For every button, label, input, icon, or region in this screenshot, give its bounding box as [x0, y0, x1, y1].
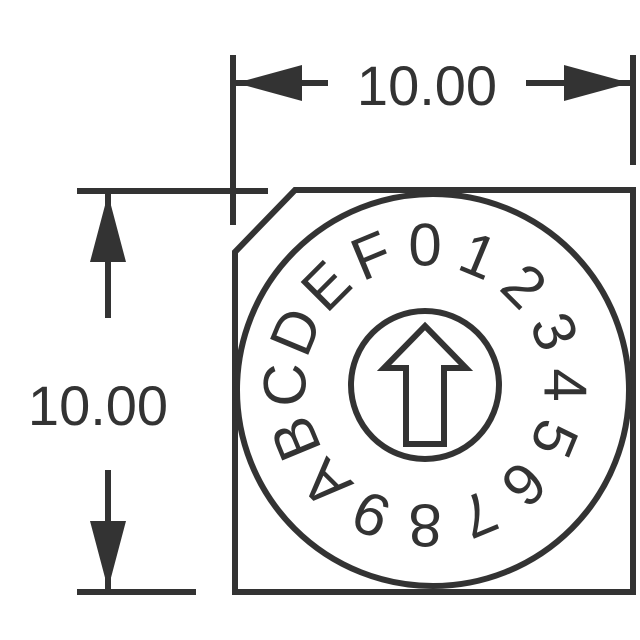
- height-arrowhead-top: [90, 194, 126, 262]
- up-arrow-icon: [376, 321, 474, 447]
- dial-char-8: 8: [408, 492, 441, 559]
- dial-char-5: 5: [517, 410, 592, 466]
- dial-outer-ring: [234, 191, 632, 589]
- width-arrowhead-right: [564, 65, 630, 101]
- width-arrowhead-left: [236, 65, 302, 101]
- dial-char-7: 7: [450, 477, 506, 552]
- dial-rotor: [348, 308, 502, 462]
- dial-char-1: 1: [450, 218, 506, 293]
- width-dimension-label: 10.00: [357, 54, 497, 117]
- height-dimension-label: 10.00: [28, 374, 168, 437]
- height-arrowhead-bottom: [90, 521, 126, 589]
- dial-char-3: 3: [517, 303, 592, 359]
- dial-char-4: 4: [532, 368, 599, 401]
- dial-char-2: 2: [489, 251, 560, 322]
- dial-char-6: 6: [489, 449, 560, 520]
- dial-char-9: 9: [343, 477, 399, 552]
- switch-body-outline: [232, 187, 636, 595]
- dial-char-c: C: [252, 363, 319, 406]
- dial-char-0: 0: [408, 212, 441, 279]
